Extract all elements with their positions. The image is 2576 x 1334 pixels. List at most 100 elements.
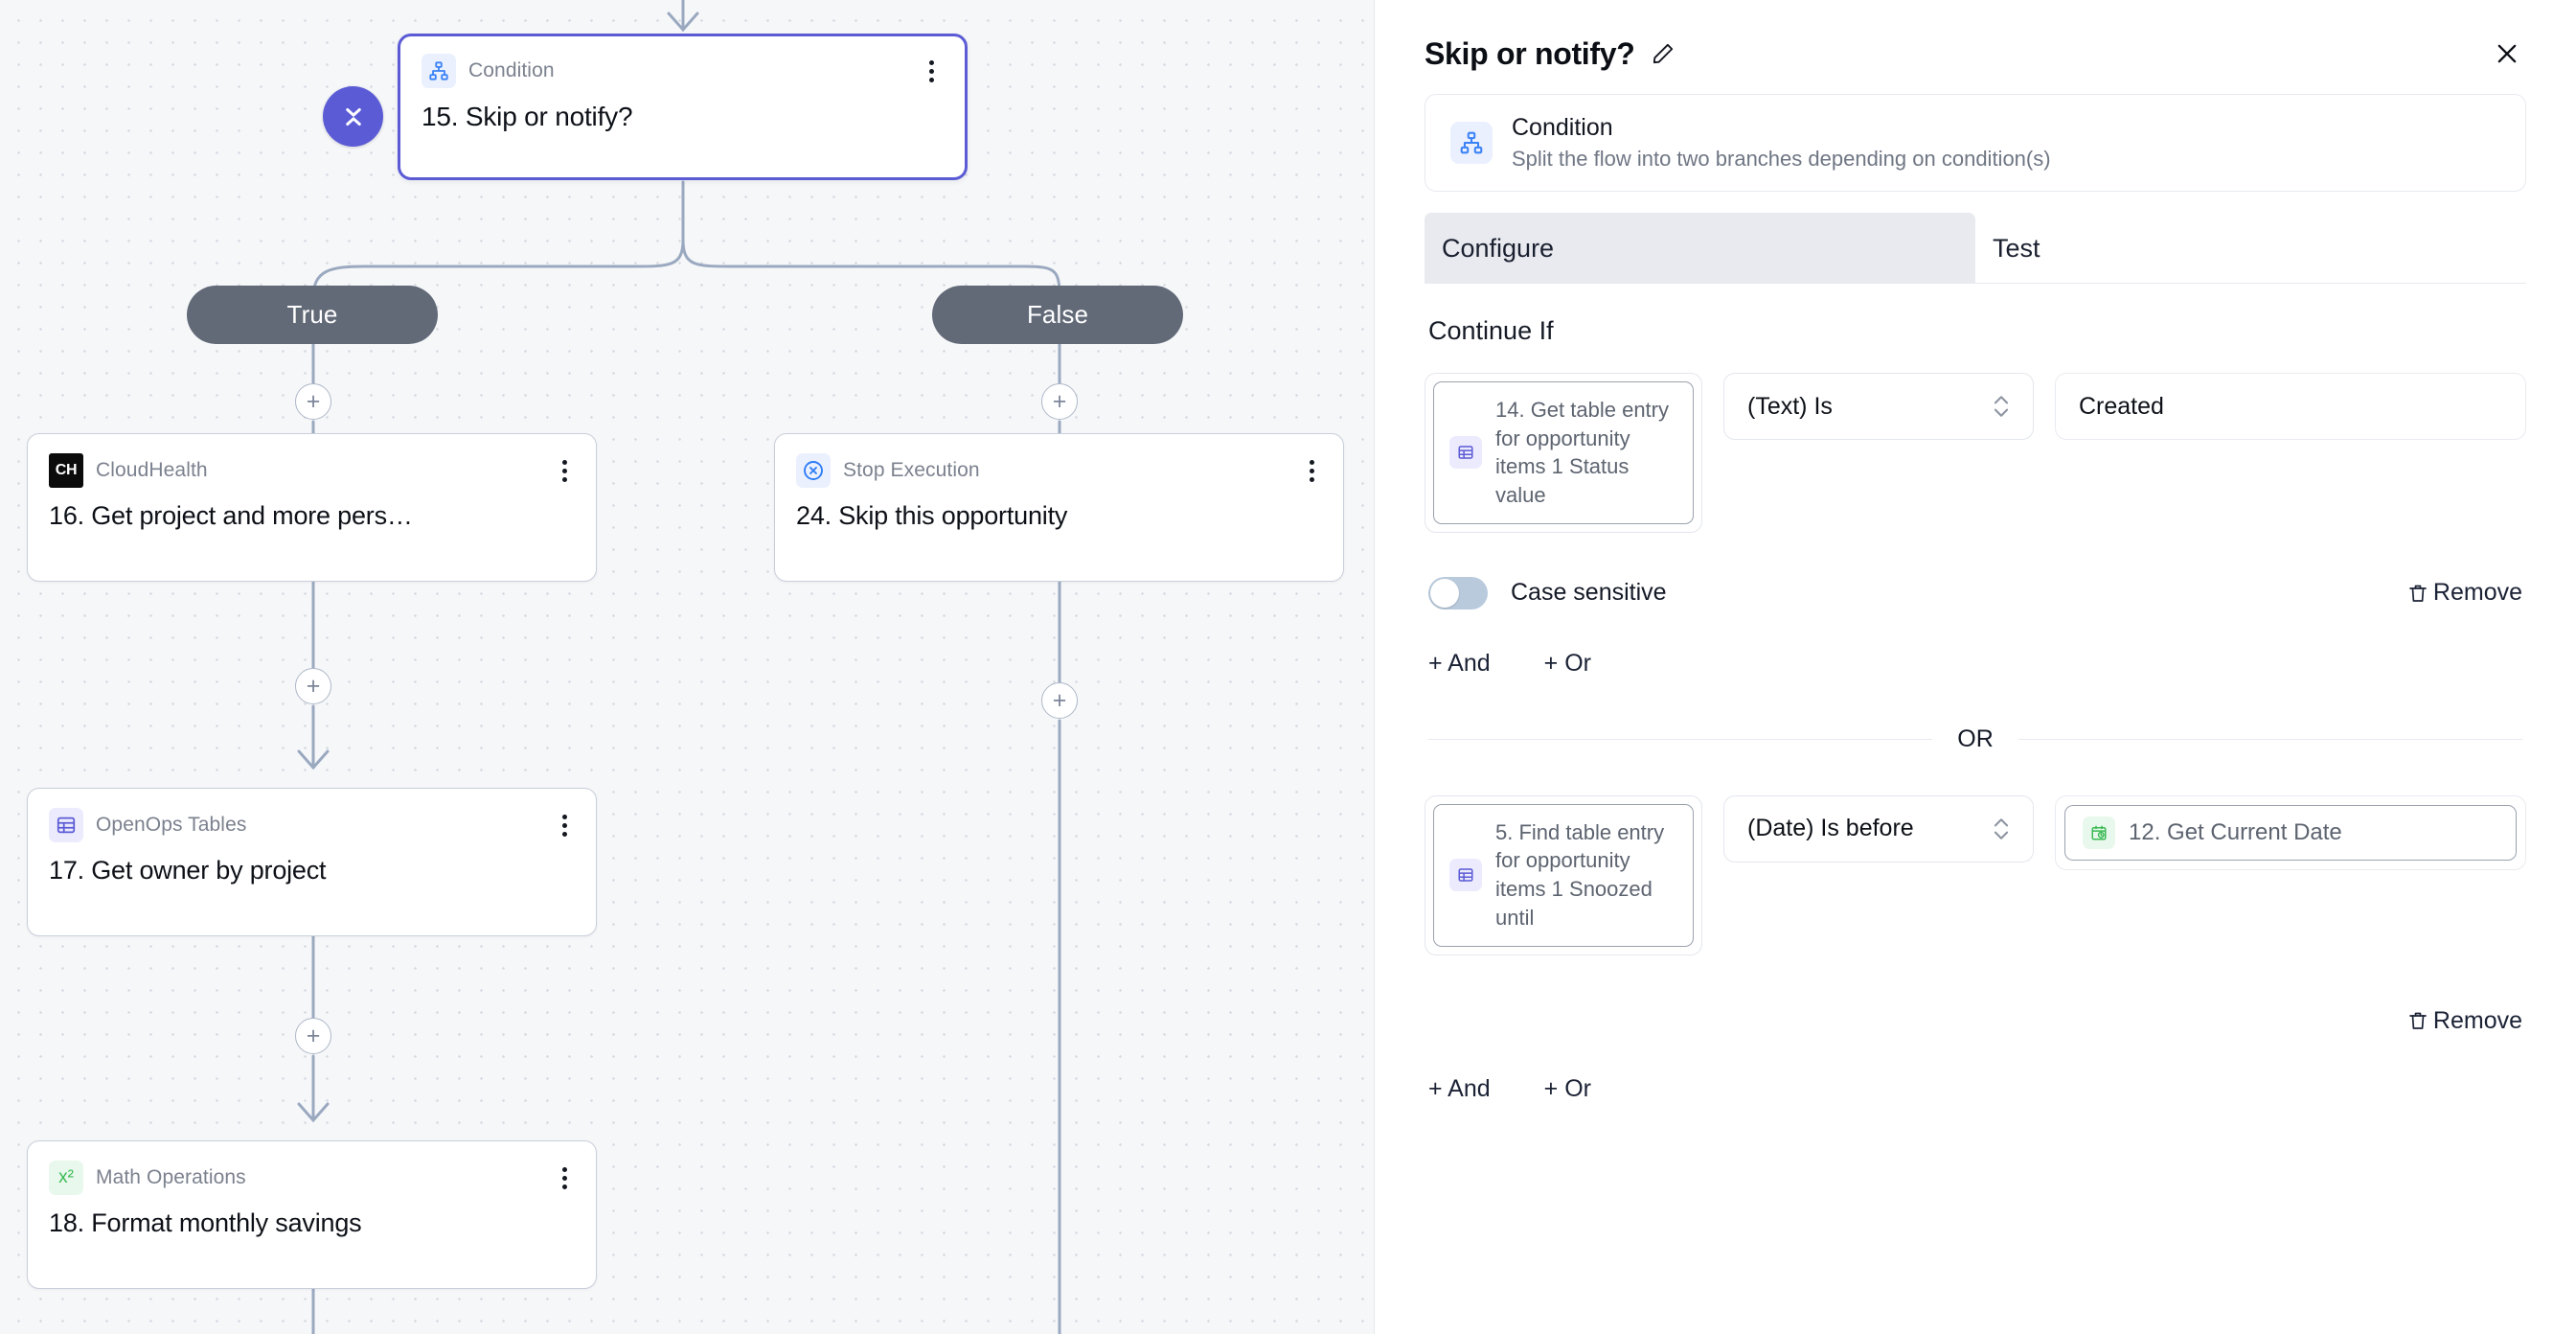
- table-icon: [1449, 436, 1482, 470]
- add-step-button-true-branch[interactable]: +: [295, 383, 331, 420]
- left-operand-text: 14. Get table entry for opportunity item…: [1495, 398, 1669, 508]
- node-title: 15. Skip or notify?: [422, 102, 633, 131]
- divider-line-right: [2017, 738, 2522, 740]
- condition-branch-icon: [1450, 122, 1493, 164]
- node-piece-name: Condition: [468, 59, 555, 81]
- tab-configure[interactable]: Configure: [1425, 213, 1975, 283]
- node-menu-button[interactable]: [555, 1163, 575, 1193]
- node-menu-button[interactable]: [1302, 456, 1322, 486]
- chevron-updown-icon: [1991, 390, 2012, 423]
- divider-line-left: [1428, 738, 1933, 740]
- group-separator-label: OR: [1957, 724, 1994, 752]
- add-step-button-after-16[interactable]: +: [295, 668, 331, 704]
- node-title: 18. Format monthly savings: [49, 1208, 362, 1237]
- right-operand-value: Created: [2079, 392, 2164, 420]
- piece-info-card: Condition Split the flow into two branch…: [1425, 94, 2526, 192]
- continue-if-label: Continue If: [1428, 316, 1554, 345]
- table-icon: [1449, 859, 1482, 892]
- flow-node-openops-tables[interactable]: OpenOps Tables 17. Get owner by project: [27, 788, 597, 936]
- left-operand-field[interactable]: 14. Get table entry for opportunity item…: [1425, 373, 1702, 533]
- right-operand-token[interactable]: 12. Get Current Date: [2064, 804, 2517, 861]
- node-title: 16. Get project and more pers…: [49, 501, 413, 530]
- panel-tabs: Configure Test: [1425, 213, 2526, 284]
- branch-label-text: False: [1026, 300, 1089, 329]
- node-piece-name: Stop Execution: [843, 459, 980, 481]
- node-menu-button[interactable]: [555, 456, 575, 486]
- add-condition-row: + And + Or: [1425, 1035, 2526, 1103]
- node-menu-button[interactable]: [555, 811, 575, 840]
- add-step-button-after-24[interactable]: +: [1041, 682, 1078, 719]
- condition-group-1: 14. Get table entry for opportunity item…: [1425, 373, 2526, 678]
- collapse-branches-button[interactable]: [323, 86, 383, 147]
- left-operand-field[interactable]: 5. Find table entry for opportunity item…: [1425, 794, 1702, 955]
- right-operand-value: 12. Get Current Date: [2129, 818, 2342, 845]
- operator-value: (Text) Is: [1747, 392, 1833, 420]
- flow-node-stop-execution[interactable]: Stop Execution 24. Skip this opportunity: [774, 433, 1344, 582]
- remove-condition-button[interactable]: Remove: [2406, 579, 2522, 607]
- add-or-button[interactable]: + Or: [1543, 649, 1591, 677]
- remove-label: Remove: [2432, 579, 2522, 607]
- branch-label-false[interactable]: False: [932, 286, 1183, 344]
- node-header: Stop Execution: [796, 453, 1322, 488]
- right-operand-field[interactable]: 12. Get Current Date: [2055, 794, 2526, 870]
- node-header: x² Math Operations: [49, 1161, 575, 1195]
- stop-execution-icon: [796, 453, 831, 488]
- case-sensitive-toggle[interactable]: [1428, 576, 1488, 610]
- table-icon: [49, 808, 83, 842]
- right-operand-input[interactable]: Created: [2055, 373, 2526, 440]
- add-condition-row: + And + Or: [1425, 610, 2526, 678]
- cloudhealth-logo: CH: [49, 453, 83, 488]
- remove-label: Remove: [2432, 1006, 2522, 1034]
- node-header: CH CloudHealth: [49, 453, 575, 488]
- left-operand-token[interactable]: 5. Find table entry for opportunity item…: [1433, 803, 1694, 947]
- add-and-button[interactable]: + And: [1428, 649, 1491, 677]
- panel-title: Skip or notify?: [1425, 35, 1635, 71]
- add-step-button-false-branch[interactable]: +: [1041, 383, 1078, 420]
- node-piece-name: CloudHealth: [96, 459, 208, 481]
- node-menu-button[interactable]: [922, 57, 942, 86]
- operator-value: (Date) Is before: [1747, 815, 1914, 842]
- condition-group-2: 5. Find table entry for opportunity item…: [1425, 794, 2526, 1103]
- flow-canvas[interactable]: Condition 15. Skip or notify? True False…: [0, 0, 1374, 1334]
- flow-edges: [297, 0, 1061, 1334]
- add-or-button[interactable]: + Or: [1543, 1074, 1591, 1102]
- node-title: 24. Skip this opportunity: [796, 501, 1068, 530]
- chevrons-collapse-icon: [345, 107, 361, 126]
- condition-branch-icon: [422, 54, 456, 88]
- piece-description: Split the flow into two branches dependi…: [1512, 147, 2051, 171]
- piece-info-text: Condition Split the flow into two branch…: [1512, 114, 2051, 172]
- panel-header: Skip or notify?: [1425, 0, 2526, 94]
- branch-label-true[interactable]: True: [187, 286, 438, 344]
- node-piece-name: Math Operations: [96, 1166, 246, 1188]
- condition-row: 14. Get table entry for opportunity item…: [1425, 373, 2526, 533]
- add-step-button-after-17[interactable]: +: [295, 1018, 331, 1054]
- math-x-squared-icon: x²: [49, 1161, 83, 1195]
- operator-select[interactable]: (Date) Is before: [1723, 794, 2034, 862]
- node-piece-name: OpenOps Tables: [96, 814, 247, 836]
- group-separator: OR: [1425, 725, 2526, 753]
- close-icon[interactable]: [2488, 34, 2526, 73]
- flow-node-cloudhealth[interactable]: CH CloudHealth 16. Get project and more …: [27, 433, 597, 582]
- remove-condition-button[interactable]: Remove: [2406, 1007, 2522, 1035]
- operator-select[interactable]: (Text) Is: [1723, 373, 2034, 440]
- left-operand-text: 5. Find table entry for opportunity item…: [1495, 819, 1665, 930]
- condition-options-row: Case sensitive Remove: [1425, 576, 2526, 610]
- trash-icon: [2409, 585, 2427, 602]
- node-header: OpenOps Tables: [49, 808, 575, 842]
- pencil-icon[interactable]: [1651, 41, 1676, 66]
- trash-icon: [2409, 1012, 2427, 1029]
- left-operand-token[interactable]: 14. Get table entry for opportunity item…: [1433, 381, 1694, 524]
- calendar-clock-icon: [2083, 816, 2115, 849]
- step-settings-panel: Skip or notify?: [1374, 0, 2576, 1334]
- chevron-updown-icon: [1991, 813, 2012, 845]
- branch-label-text: True: [286, 300, 338, 329]
- flow-node-math-operations[interactable]: x² Math Operations 18. Format monthly sa…: [27, 1140, 597, 1289]
- case-sensitive-label: Case sensitive: [1511, 579, 1667, 607]
- tab-test[interactable]: Test: [1993, 234, 2040, 263]
- piece-name: Condition: [1512, 114, 1613, 141]
- node-header: Condition: [422, 54, 942, 88]
- condition-row: 5. Find table entry for opportunity item…: [1425, 794, 2526, 955]
- flow-node-condition[interactable]: Condition 15. Skip or notify?: [398, 34, 968, 180]
- add-and-button[interactable]: + And: [1428, 1074, 1491, 1102]
